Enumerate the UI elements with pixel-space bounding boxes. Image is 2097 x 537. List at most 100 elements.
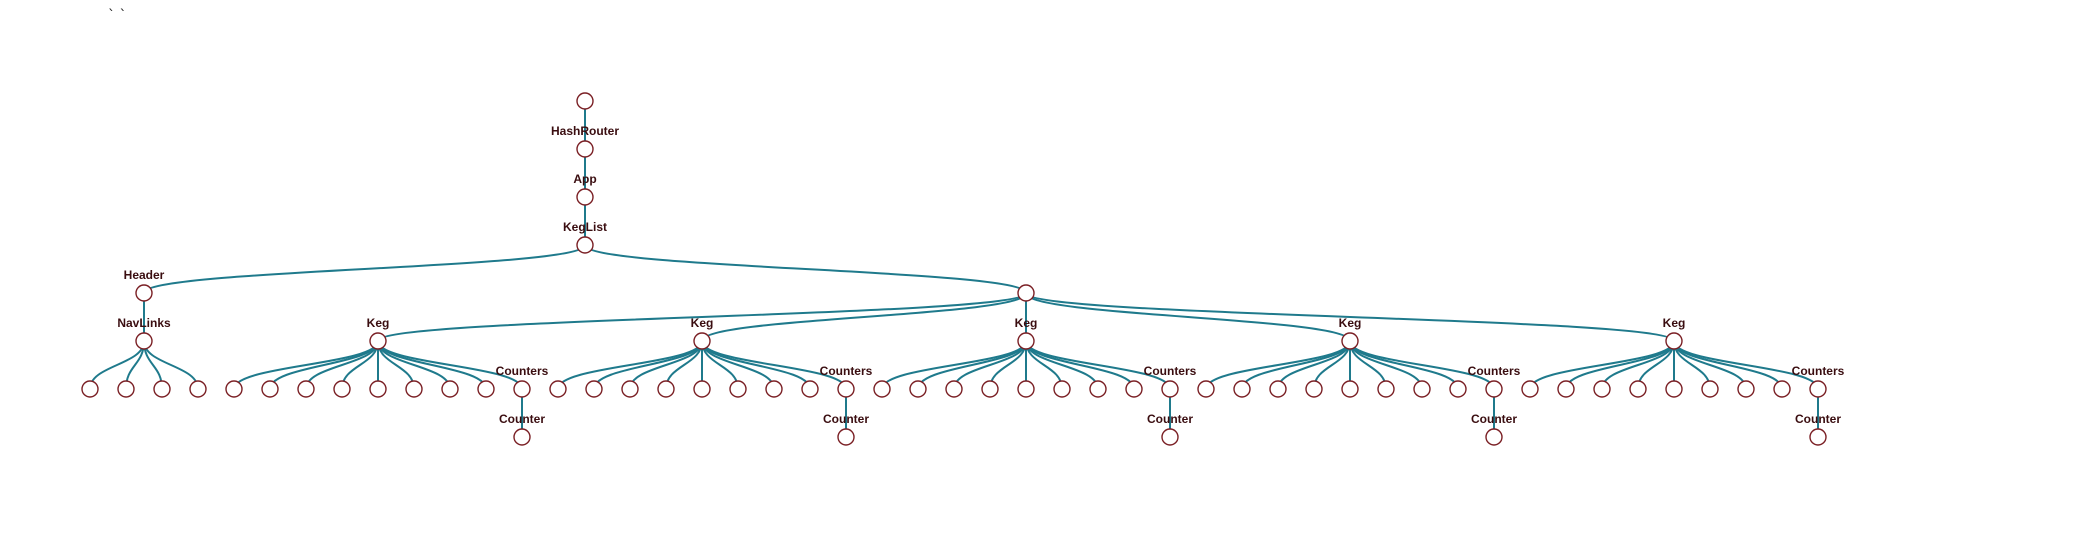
node-circle[interactable]	[1809, 428, 1827, 446]
node-circle[interactable]	[621, 380, 639, 398]
node-circle[interactable]	[729, 380, 747, 398]
node-circle[interactable]	[981, 380, 999, 398]
node-circle[interactable]	[477, 380, 495, 398]
tree-node-unnamed[interactable]	[729, 380, 747, 398]
tree-node-unnamed[interactable]	[693, 380, 711, 398]
tree-node-keg[interactable]: Keg	[1339, 316, 1362, 350]
tree-node-unnamed[interactable]	[981, 380, 999, 398]
node-circle[interactable]	[1557, 380, 1575, 398]
node-circle[interactable]	[1629, 380, 1647, 398]
node-circle[interactable]	[1485, 380, 1503, 398]
node-circle[interactable]	[1341, 332, 1359, 350]
tree-node-header[interactable]: Header	[124, 268, 165, 302]
tree-node-counters[interactable]: Counters	[820, 364, 873, 398]
tree-node-unnamed[interactable]	[873, 380, 891, 398]
tree-node-unnamed[interactable]	[1053, 380, 1071, 398]
node-circle[interactable]	[837, 428, 855, 446]
node-circle[interactable]	[1017, 284, 1035, 302]
node-circle[interactable]	[1161, 380, 1179, 398]
node-circle[interactable]	[333, 380, 351, 398]
node-circle[interactable]	[1197, 380, 1215, 398]
tree-node-unnamed[interactable]	[1413, 380, 1431, 398]
node-circle[interactable]	[576, 236, 594, 254]
node-circle[interactable]	[225, 380, 243, 398]
tree-node-unnamed[interactable]	[225, 380, 243, 398]
tree-node-keg[interactable]: Keg	[367, 316, 390, 350]
tree-node-unnamed[interactable]	[1197, 380, 1215, 398]
tree-node-keg[interactable]: Keg	[1663, 316, 1686, 350]
node-circle[interactable]	[369, 332, 387, 350]
node-circle[interactable]	[1269, 380, 1287, 398]
node-circle[interactable]	[576, 188, 594, 206]
node-circle[interactable]	[117, 380, 135, 398]
tree-node-keg[interactable]: Keg	[1015, 316, 1038, 350]
tree-node-keglist[interactable]: KegList	[563, 220, 607, 254]
tree-node-unnamed[interactable]	[1125, 380, 1143, 398]
tree-node-counter[interactable]: Counter	[1147, 412, 1193, 446]
tree-node-unnamed[interactable]	[261, 380, 279, 398]
node-circle[interactable]	[1233, 380, 1251, 398]
node-circle[interactable]	[1017, 332, 1035, 350]
node-circle[interactable]	[189, 380, 207, 398]
tree-node-unnamed[interactable]	[1629, 380, 1647, 398]
node-circle[interactable]	[1341, 380, 1359, 398]
node-circle[interactable]	[801, 380, 819, 398]
tree-node-unnamed[interactable]	[441, 380, 459, 398]
tree-node-unnamed[interactable]	[1701, 380, 1719, 398]
node-circle[interactable]	[1017, 380, 1035, 398]
tree-node-unnamed[interactable]	[801, 380, 819, 398]
tree-node-unnamed[interactable]	[765, 380, 783, 398]
node-circle[interactable]	[513, 428, 531, 446]
tree-node-unnamed[interactable]	[1665, 380, 1683, 398]
node-circle[interactable]	[1593, 380, 1611, 398]
tree-node-unnamed[interactable]	[549, 380, 567, 398]
tree-node-unnamed[interactable]	[1377, 380, 1395, 398]
node-circle[interactable]	[1737, 380, 1755, 398]
tree-node-unnamed[interactable]	[369, 380, 387, 398]
tree-node-counter[interactable]: Counter	[823, 412, 869, 446]
tree-node-unnamed[interactable]	[909, 380, 927, 398]
node-circle[interactable]	[1521, 380, 1539, 398]
node-circle[interactable]	[1089, 380, 1107, 398]
tree-node-unnamed[interactable]	[621, 380, 639, 398]
tree-node-unnamed[interactable]	[1341, 380, 1359, 398]
node-circle[interactable]	[153, 380, 171, 398]
node-circle[interactable]	[1665, 332, 1683, 350]
node-circle[interactable]	[1485, 428, 1503, 446]
node-circle[interactable]	[657, 380, 675, 398]
tree-node-unnamed[interactable]	[585, 380, 603, 398]
tree-node-unnamed[interactable]	[1449, 380, 1467, 398]
tree-node-counters[interactable]: Counters	[1792, 364, 1845, 398]
tree-node-counters[interactable]: Counters	[496, 364, 549, 398]
tree-node-unnamed[interactable]	[117, 380, 135, 398]
node-circle[interactable]	[1053, 380, 1071, 398]
tree-node-unnamed[interactable]	[1017, 284, 1035, 302]
node-circle[interactable]	[765, 380, 783, 398]
node-circle[interactable]	[1701, 380, 1719, 398]
tree-node-unnamed[interactable]	[1737, 380, 1755, 398]
tree-node-unnamed[interactable]	[1233, 380, 1251, 398]
tree-node-counter[interactable]: Counter	[499, 412, 545, 446]
node-circle[interactable]	[1413, 380, 1431, 398]
node-circle[interactable]	[549, 380, 567, 398]
tree-node-unnamed[interactable]	[81, 380, 99, 398]
node-circle[interactable]	[837, 380, 855, 398]
node-circle[interactable]	[1449, 380, 1467, 398]
node-circle[interactable]	[81, 380, 99, 398]
node-circle[interactable]	[135, 332, 153, 350]
node-circle[interactable]	[1161, 428, 1179, 446]
node-circle[interactable]	[1125, 380, 1143, 398]
tree-node-unnamed[interactable]	[405, 380, 423, 398]
node-circle[interactable]	[441, 380, 459, 398]
node-circle[interactable]	[1305, 380, 1323, 398]
node-circle[interactable]	[945, 380, 963, 398]
node-circle[interactable]	[1377, 380, 1395, 398]
tree-node-keg[interactable]: Keg	[691, 316, 714, 350]
tree-node-app[interactable]: App	[573, 172, 597, 206]
node-circle[interactable]	[1773, 380, 1791, 398]
tree-node-hashrouter[interactable]: HashRouter	[551, 124, 619, 158]
node-circle[interactable]	[909, 380, 927, 398]
tree-node-counters[interactable]: Counters	[1468, 364, 1521, 398]
tree-node-unnamed[interactable]	[945, 380, 963, 398]
tree-node-unnamed[interactable]	[1593, 380, 1611, 398]
